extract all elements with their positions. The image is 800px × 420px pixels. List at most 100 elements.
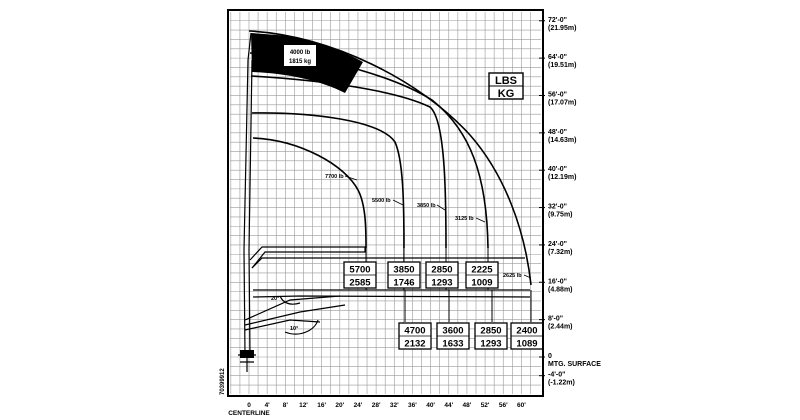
unit-key-kg: KG xyxy=(498,88,515,100)
x-tick-label: 44' xyxy=(444,402,453,409)
lower-capacity-box: 2850 1293 xyxy=(474,322,508,350)
y-tick-sublabel: (4.88m) xyxy=(548,286,573,293)
angle-arc-10 xyxy=(284,319,319,335)
x-tick-label: 40' xyxy=(426,402,435,409)
curve-3850 xyxy=(250,75,447,249)
capacity-box-lbs: 2225 xyxy=(471,265,493,276)
y-tick-label: 56'-0" xyxy=(548,91,567,98)
boom-mid-rail-2 xyxy=(252,295,531,298)
y-tick-label: -4'-0" xyxy=(548,372,565,379)
y-tick-sublabel: (9.75m) xyxy=(548,212,573,219)
x-tick-label: 20' xyxy=(335,402,344,409)
zone-label: 3850 lb xyxy=(417,203,436,209)
y-tick-label: 48'-0" xyxy=(548,129,567,136)
zone-leader-line xyxy=(344,175,358,181)
curve-7700 xyxy=(252,137,367,249)
curve-3125 xyxy=(249,52,489,249)
boom-lower xyxy=(244,319,321,331)
angle-label-10: 10° xyxy=(290,326,298,332)
chart-labels: 0 4' 8' 12' 16' 20' 24' 28' 32' 36' 40' 44' 48' 52' 56… xyxy=(220,17,601,417)
mast-line-inner xyxy=(248,59,253,356)
x-tick-label: 16' xyxy=(317,402,326,409)
capacity-box-kg: 2585 xyxy=(349,278,371,289)
zone-label: 2625 lb xyxy=(503,273,522,279)
y-tick-sublabel: (12.19m) xyxy=(548,174,576,181)
zone-label: 7700 lb xyxy=(325,174,344,180)
x-tick-label: 24' xyxy=(354,402,363,409)
capacity-box-lbs: 4700 xyxy=(404,326,425,337)
lower-capacity-box: 3600 1633 xyxy=(436,322,470,350)
angle-label-20: 20° xyxy=(271,296,279,302)
x-tick-label: 32' xyxy=(390,402,399,409)
unit-key-lbs: LBS xyxy=(495,75,517,87)
y-tick-label: 40'-0" xyxy=(548,166,567,173)
zone-label: 5500 lb xyxy=(372,198,391,204)
x-tick-label: 56' xyxy=(499,402,508,409)
curve-5500 xyxy=(251,112,405,249)
x-tick-label: 4' xyxy=(265,402,271,409)
upper-capacity-box: 2225 1009 xyxy=(465,261,499,289)
zone-label: 3125 lb xyxy=(455,216,474,222)
y-tick-label: 16'-0" xyxy=(548,278,567,285)
capacity-box-lbs: 3600 xyxy=(442,326,463,337)
x-tick-label: 12' xyxy=(299,402,308,409)
zone-leader-line xyxy=(436,204,446,211)
y-tick-label: 0 xyxy=(548,353,552,360)
x-tick-label: 52' xyxy=(481,402,490,409)
base-block xyxy=(240,350,254,358)
capacity-box-kg: 1089 xyxy=(516,339,537,350)
boom-upper-stage xyxy=(249,246,366,269)
capacity-box-kg: 1633 xyxy=(442,339,463,350)
y-tick-label: 8'-0" xyxy=(548,316,563,323)
capacity-box-kg: 1009 xyxy=(471,278,492,289)
upper-capacity-box: 5700 2585 xyxy=(343,261,377,289)
capacity-box-kg: 1293 xyxy=(431,278,452,289)
angle-arc-20 xyxy=(279,295,301,305)
crane-boom-drawing xyxy=(238,32,532,372)
x-tick-label: 0 xyxy=(247,402,251,409)
capacity-box-lbs: 5700 xyxy=(349,265,370,276)
zone-leader-line xyxy=(392,199,404,206)
drawing-id: 70399912 xyxy=(220,368,226,395)
y-tick-label: 64'-0" xyxy=(548,54,567,61)
capacity-boxes: 5700 2585 3850 1746 2850 1293 2225 1009 4700 2132… xyxy=(343,261,544,350)
boom-upper-rail xyxy=(251,257,525,269)
y-tick-label: 72'-0" xyxy=(548,17,567,24)
y-tick-sublabel: (14.63m) xyxy=(548,137,576,144)
y-tick-sublabel: (2.44m) xyxy=(548,324,573,331)
x-tick-label: 28' xyxy=(372,402,381,409)
capacity-box-kg: 1293 xyxy=(480,339,501,350)
capacity-box-lbs: 2850 xyxy=(431,265,452,276)
capacity-box-kg: 1746 xyxy=(393,278,414,289)
capacity-box-lbs: 2850 xyxy=(480,326,501,337)
x-tick-label: 8' xyxy=(283,402,289,409)
chart-frame xyxy=(227,9,544,397)
max-capacity-zone-label-bg xyxy=(284,45,316,66)
y-tick-label: 32'-0" xyxy=(548,204,567,211)
upper-capacity-box: 3850 1746 xyxy=(387,261,421,289)
x-tick-label: 36' xyxy=(408,402,417,409)
boom-20deg xyxy=(244,295,341,321)
x-tick-label: 48' xyxy=(463,402,472,409)
y-tick-sublabel: (19.51m) xyxy=(548,62,576,69)
upper-capacity-box: 2850 1293 xyxy=(425,261,459,289)
zone-label-kg: 1815 kg xyxy=(289,59,311,65)
y-tick-sublabel: (-1.22m) xyxy=(548,380,575,387)
zone-leader-line xyxy=(523,274,532,279)
capacity-box-lbs: 3850 xyxy=(393,265,414,276)
lower-capacity-box: 2400 1089 xyxy=(510,322,544,350)
zone-leader-line xyxy=(475,217,486,223)
y-tick-sublabel: MTG. SURFACE xyxy=(548,361,601,368)
mast-line xyxy=(243,32,252,356)
capacity-box-kg: 2132 xyxy=(404,339,425,350)
lower-capacity-box: 4700 2132 xyxy=(398,322,432,350)
y-tick-label: 24'-0" xyxy=(548,241,567,248)
y-tick-sublabel: (7.32m) xyxy=(548,249,573,256)
boom-10deg xyxy=(244,304,346,326)
x-axis-origin-label: CENTERLINE xyxy=(228,410,270,417)
y-tick-sublabel: (21.95m) xyxy=(548,25,576,32)
y-tick-sublabel: (17.07m) xyxy=(548,99,576,106)
capacity-box-lbs: 2400 xyxy=(516,326,537,337)
